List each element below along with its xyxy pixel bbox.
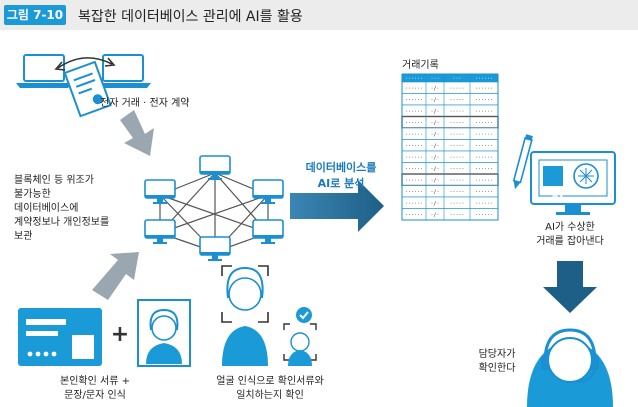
- table-cell: ······: [475, 201, 493, 207]
- table-cell: ·/·: [430, 144, 439, 150]
- arrow-ai-to-staff: [543, 261, 597, 313]
- table-cell: ······: [475, 98, 493, 104]
- table-header-cell: ······: [475, 76, 493, 82]
- table-cell: ······: [405, 132, 423, 138]
- analyze-line-1: 데이터베이스를: [305, 161, 377, 174]
- table-cell: ······: [475, 132, 493, 138]
- table-cell: ······: [475, 213, 493, 219]
- arrow-id-to-db: [92, 252, 139, 300]
- table-cell: ·/·: [430, 167, 439, 173]
- ai-monitor-icon: [530, 151, 616, 215]
- table-header-cell: ···: [452, 76, 461, 82]
- table-cell: ·····: [449, 144, 464, 150]
- ai-chip-label: AI: [550, 191, 564, 204]
- ai-find-label: AI가 수상한 거래를 잡아낸다: [520, 221, 620, 249]
- blockchain-network-icon: [144, 155, 284, 262]
- staff-line-1: 담당자가: [478, 349, 516, 360]
- contract-document-icon: [63, 60, 112, 118]
- table-cell: ······: [405, 167, 423, 173]
- table-cell: ·····: [449, 167, 464, 173]
- blockchain-label: 블록체인 등 위조가 불가능한 데이터베이스에 계약정보나 개인정보를 보관: [14, 174, 109, 244]
- table-cell: ·····: [449, 121, 464, 127]
- table-cell: ·····: [449, 155, 464, 161]
- id-doc-line-2: 문장/문자 인식: [64, 390, 126, 401]
- table-cell: ·/·: [430, 109, 439, 115]
- blockchain-line-2: 불가능한: [14, 189, 51, 200]
- table-cell: ······: [475, 155, 493, 161]
- table-cell: ·····: [449, 86, 464, 92]
- table-cell: ······: [405, 86, 423, 92]
- analyze-label: 데이터베이스를 AI로 분석: [294, 160, 388, 192]
- table-cell: ······: [405, 155, 423, 161]
- table-cell: ······: [405, 178, 423, 184]
- transaction-records-table: ·························/··············…: [401, 73, 499, 221]
- table-header-cell: ···: [430, 76, 439, 82]
- table-cell: ······: [405, 98, 423, 104]
- contract-label: 전자 거래 · 전자 계약: [100, 98, 190, 109]
- table-cell: ·/·: [430, 86, 439, 92]
- figure-badge: 그림 7-10: [4, 5, 66, 25]
- face-line-1: 얼굴 인식으로 확인서류와: [216, 376, 324, 387]
- id-card-icon: [18, 308, 102, 366]
- pencil-icon: [512, 134, 533, 190]
- table-cell: ······: [405, 190, 423, 196]
- table-cell: ·····: [449, 178, 464, 184]
- laptop-left-icon: [16, 54, 72, 88]
- table-cell: ······: [475, 144, 493, 150]
- support-agent-icon: [527, 328, 613, 407]
- table-cell: ·····: [449, 213, 464, 219]
- table-cell: ·····: [449, 109, 464, 115]
- table-cell: ······: [475, 178, 493, 184]
- table-cell: ·····: [449, 190, 464, 196]
- table-cell: ······: [475, 167, 493, 173]
- table-cell: ······: [405, 109, 423, 115]
- table-cell: ·/·: [430, 98, 439, 104]
- table-cell: ·····: [449, 201, 464, 207]
- exchange-arrows-icon: [54, 57, 116, 71]
- records-label: 거래기록: [402, 60, 439, 71]
- face-label: 얼굴 인식으로 확인서류와 일치하는지 확인: [190, 375, 350, 403]
- table-cell: ·/·: [430, 178, 439, 184]
- laptop-right-icon: [95, 54, 151, 88]
- table-cell: ······: [405, 121, 423, 127]
- face-line-2: 일치하는지 확인: [236, 390, 304, 401]
- id-doc-label: 본인확인 서류 + 문장/문자 인식: [30, 375, 160, 403]
- face-scan-icon: [221, 265, 269, 366]
- blockchain-line-1: 블록체인 등 위조가: [14, 175, 94, 186]
- table-cell: ·····: [449, 132, 464, 138]
- table-cell: ······: [405, 201, 423, 207]
- ai-find-line-2: 거래를 잡아낸다: [536, 236, 604, 247]
- table-cell: ·/·: [430, 201, 439, 207]
- table-cell: ······: [475, 190, 493, 196]
- ai-find-line-1: AI가 수상한: [545, 222, 595, 233]
- staff-label: 담당자가 확인한다: [465, 348, 529, 376]
- table-cell: ·/·: [430, 155, 439, 161]
- table-cell: ······: [475, 86, 493, 92]
- blockchain-line-3: 데이터베이스에: [14, 203, 79, 214]
- blockchain-line-4: 계약정보나 개인정보를: [14, 217, 110, 228]
- face-match-icon: [283, 323, 317, 366]
- arrow-db-to-analysis: [290, 180, 384, 232]
- blockchain-line-5: 보관: [14, 231, 33, 242]
- arrow-contract-to-db: [120, 110, 154, 156]
- table-cell: ·····: [449, 98, 464, 104]
- staff-line-2: 확인한다: [478, 363, 516, 374]
- table-cell: ·/·: [430, 132, 439, 138]
- figure-header: 그림 7-10 복잡한 데이터베이스 관리에 AI를 활용: [0, 0, 638, 30]
- table-cell: ······: [405, 144, 423, 150]
- table-cell: ······: [405, 213, 423, 219]
- check-badge-icon: [296, 307, 312, 323]
- analyze-line-2: AI로 분석: [317, 177, 365, 190]
- plus-sign: +: [111, 322, 129, 347]
- table-header-cell: ······: [405, 76, 423, 82]
- figure-title: 복잡한 데이터베이스 관리에 AI를 활용: [78, 9, 303, 25]
- table-cell: ·/·: [430, 121, 439, 127]
- table-cell: ······: [475, 109, 493, 115]
- diagram-canvas: ·························/··············…: [16, 54, 616, 407]
- table-cell: ······: [475, 121, 493, 127]
- portrait-photo-icon: [137, 299, 191, 367]
- table-cell: ·/·: [430, 190, 439, 196]
- table-cell: ·/·: [430, 213, 439, 219]
- id-doc-line-1: 본인확인 서류 +: [60, 376, 130, 387]
